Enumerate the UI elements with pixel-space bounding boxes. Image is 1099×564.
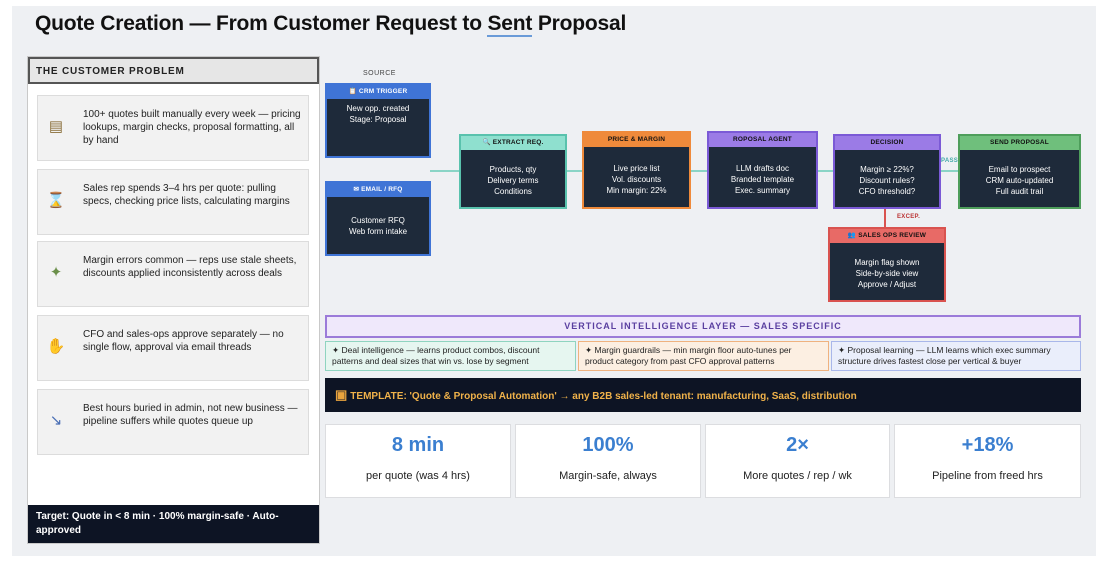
handshake-icon: ✋ — [46, 338, 66, 355]
connector — [690, 170, 708, 172]
node-title: DECISION — [835, 136, 939, 150]
metric-card: 100% Margin-safe, always — [515, 424, 701, 498]
metric-value: 8 min — [391, 434, 445, 456]
template-text: TEMPLATE: 'Quote & Proposal Automation' … — [350, 391, 857, 402]
node-line: Approve / Adjust — [857, 280, 917, 289]
problem-text: Margin errors common — reps use stale sh… — [83, 255, 297, 279]
node-line: Full audit trail — [995, 187, 1044, 196]
problem-card: ↘ Best hours buried in admin, not new bu… — [37, 389, 309, 455]
intelligence-box-proposal: ✦ Proposal learning — LLM learns which e… — [831, 341, 1081, 371]
node-title: 📋 CRM TRIGGER — [327, 85, 429, 99]
decision-node: DECISION Margin ≥ 22%? Discount rules? C… — [833, 134, 941, 209]
metric-label: Margin-safe, always — [559, 470, 657, 482]
connector — [817, 170, 834, 172]
metric-value: +18% — [961, 434, 1014, 456]
node-title: PRICE & MARGIN — [584, 133, 689, 147]
metric-card: 2× More quotes / rep / wk — [705, 424, 890, 498]
crm-trigger-node: 📋 CRM TRIGGER New opp. created Stage: Pr… — [325, 83, 431, 158]
node-line: Discount rules? — [859, 176, 915, 185]
node-line: Side-by-side view — [855, 269, 919, 278]
connector — [566, 170, 582, 172]
intelligence-box-margin: ✦ Margin guardrails — min margin floor a… — [578, 341, 829, 371]
node-line: Branded template — [730, 175, 795, 184]
node-line: Email to prospect — [988, 165, 1051, 174]
send-proposal-node: SEND PROPOSAL Email to prospect CRM auto… — [958, 134, 1081, 209]
node-title: 👥 SALES OPS REVIEW — [830, 229, 944, 243]
node-line: Products, qty — [489, 165, 537, 174]
page-title: Quote Creation — From Customer Request t… — [35, 12, 627, 37]
intelligence-layer-heading: VERTICAL INTELLIGENCE LAYER — SALES SPEC… — [325, 315, 1081, 338]
node-line: Conditions — [494, 187, 532, 196]
problem-card: ▤ 100+ quotes built manually every week … — [37, 95, 309, 161]
sales-ops-review-node: 👥 SALES OPS REVIEW Margin flag shown Sid… — [828, 227, 946, 302]
customer-problem-panel: THE CUSTOMER PROBLEM ▤ 100+ quotes built… — [27, 56, 320, 544]
node-line: New opp. created — [346, 104, 410, 113]
node-line: Web form intake — [348, 227, 408, 236]
problem-card: ⌛ Sales rep spends 3–4 hrs per quote: pu… — [37, 169, 309, 235]
problem-text: Best hours buried in admin, not new busi… — [83, 403, 298, 427]
price-margin-node: PRICE & MARGIN Live price list Vol. disc… — [582, 131, 691, 209]
hourglass-icon: ⌛ — [46, 192, 66, 209]
metric-label: per quote (was 4 hrs) — [366, 470, 470, 482]
connector — [940, 170, 960, 172]
metric-card: +18% Pipeline from freed hrs — [894, 424, 1081, 498]
node-line: CFO threshold? — [858, 187, 916, 196]
node-title: SEND PROPOSAL — [960, 136, 1079, 150]
money-icon: ✦ — [49, 264, 63, 281]
chart-down-icon: ↘ — [49, 412, 63, 429]
node-line: Vol. discounts — [611, 175, 662, 184]
exception-connector — [884, 207, 886, 227]
node-line: Margin ≥ 22%? — [860, 165, 914, 174]
notepad-icon: ▤ — [48, 118, 64, 135]
node-line: Exec. summary — [734, 186, 791, 195]
node-line: CRM auto-updated — [985, 176, 1054, 185]
node-line: Stage: Proposal — [349, 115, 407, 124]
node-line: Min margin: 22% — [606, 186, 667, 195]
problem-panel-heading: THE CUSTOMER PROBLEM — [28, 57, 319, 84]
node-title: ✉ EMAIL / RFQ — [327, 183, 429, 197]
target-banner: Target: Quote in < 8 min · 100% margin-s… — [28, 505, 319, 543]
metric-label: Pipeline from freed hrs — [932, 470, 1043, 482]
problem-card: ✋ CFO and sales-ops approve separately —… — [37, 315, 309, 381]
metric-card: 8 min per quote (was 4 hrs) — [325, 424, 511, 498]
email-rfq-node: ✉ EMAIL / RFQ Customer RFQ Web form inta… — [325, 181, 431, 256]
node-line: Delivery terms — [487, 176, 539, 185]
node-title: ROPOSAL AGENT — [709, 133, 816, 147]
problem-text: Sales rep spends 3–4 hrs per quote: pull… — [83, 183, 290, 207]
node-line: Margin flag shown — [854, 258, 920, 267]
intelligence-box-deal: ✦ Deal intelligence — learns product com… — [325, 341, 576, 371]
node-line: LLM drafts doc — [736, 164, 789, 173]
metric-label: More quotes / rep / wk — [743, 470, 852, 482]
node-title: 🔍 EXTRACT REQ. — [461, 136, 565, 150]
exception-label: EXCEP. — [897, 214, 921, 220]
problem-card: ✦ Margin errors common — reps use stale … — [37, 241, 309, 307]
connector — [430, 170, 460, 172]
node-line: Live price list — [613, 164, 660, 173]
node-line: Customer RFQ — [351, 216, 405, 225]
extract-requirements-node: 🔍 EXTRACT REQ. Products, qty Delivery te… — [459, 134, 567, 209]
problem-text: CFO and sales-ops approve separately — n… — [83, 329, 284, 353]
template-banner: ▣TEMPLATE: 'Quote & Proposal Automation'… — [325, 378, 1081, 412]
metric-value: 100% — [582, 434, 634, 456]
source-label: SOURCE — [363, 70, 396, 77]
metric-value: 2× — [786, 434, 809, 456]
problem-text: 100+ quotes built manually every week — … — [83, 109, 301, 146]
pass-label: PASS — [941, 158, 959, 164]
proposal-agent-node: ROPOSAL AGENT LLM drafts doc Branded tem… — [707, 131, 818, 209]
package-icon: ▣ — [335, 387, 348, 402]
